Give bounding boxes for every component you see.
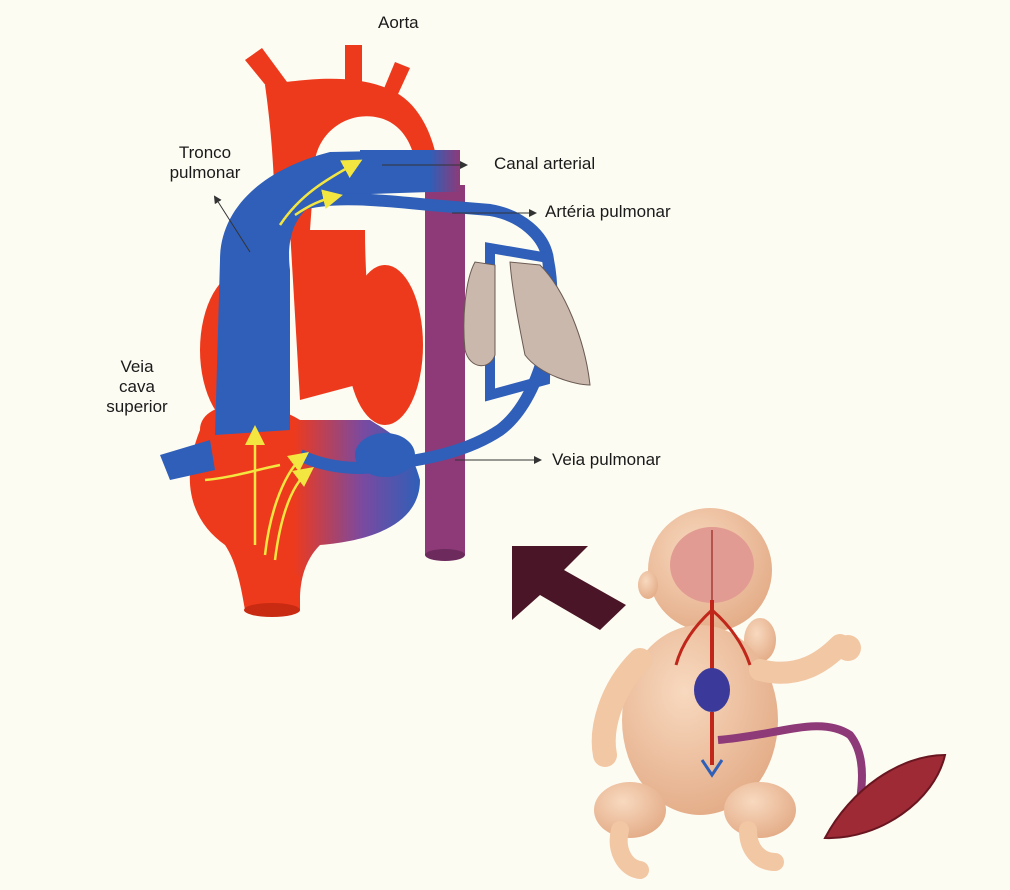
label-aorta: Aorta bbox=[378, 13, 419, 33]
direction-arrow-icon bbox=[512, 546, 626, 630]
heart-diagram bbox=[160, 45, 590, 617]
label-veia-cava-line2: cava bbox=[94, 377, 180, 397]
label-veia-cava-superior: Veia cava superior bbox=[94, 357, 180, 417]
label-veia-pulmonar: Veia pulmonar bbox=[552, 450, 661, 470]
lungs-icon bbox=[464, 262, 590, 385]
ductus-arteriosus bbox=[360, 150, 460, 192]
label-tronco-line2: pulmonar bbox=[162, 163, 248, 183]
fetal-heart bbox=[694, 668, 730, 712]
descending-aorta bbox=[425, 185, 465, 555]
placenta bbox=[825, 755, 945, 838]
label-veia-cava-line3: superior bbox=[94, 397, 180, 417]
fetus-illustration bbox=[594, 508, 945, 870]
label-tronco-line1: Tronco bbox=[162, 143, 248, 163]
label-arteria-pulmonar: Artéria pulmonar bbox=[545, 202, 671, 222]
ascending-aorta bbox=[290, 230, 375, 400]
label-veia-cava-line1: Veia bbox=[94, 357, 180, 377]
label-tronco-pulmonar: Tronco pulmonar bbox=[162, 143, 248, 183]
label-canal-arterial: Canal arterial bbox=[494, 154, 595, 174]
